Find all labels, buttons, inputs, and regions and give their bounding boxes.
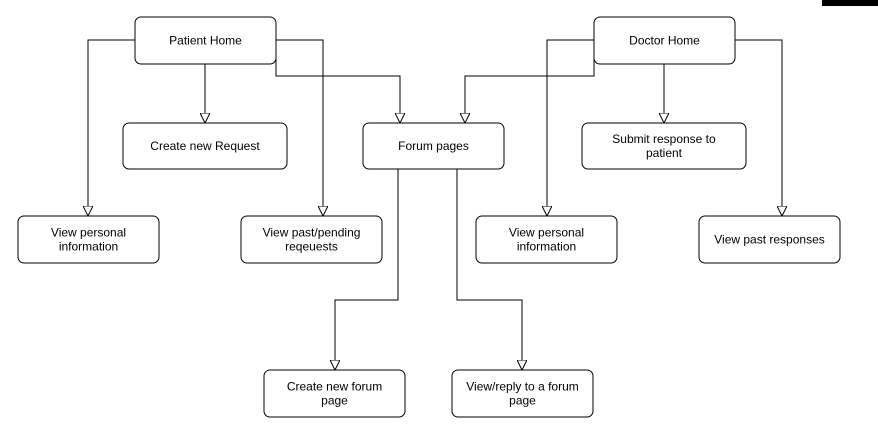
node-label-view-reply-forum-page-line-1: page (509, 394, 536, 408)
node-create-new-request: Create new Request (122, 122, 288, 170)
node-box-view-past-pending-requests (240, 215, 383, 264)
node-label-create-new-forum-page-line-0: Create new forum (287, 380, 382, 394)
node-label-patient-home-line-0: Patient Home (169, 34, 242, 48)
edge-forum-pages-to-create-new-forum-page (335, 169, 399, 370)
node-label-view-personal-information-patient-line-1: information (59, 240, 118, 254)
node-forum-pages: Forum pages (362, 122, 505, 170)
node-label-submit-response-to-patient-line-0: Submit response to (612, 132, 716, 146)
node-box-submit-response-to-patient (581, 122, 747, 170)
edge-patient-home-to-forum-pages (275, 52, 400, 123)
edge-forum-pages-to-view-reply-forum-page (456, 169, 522, 370)
node-box-patient-home (134, 16, 277, 65)
node-box-view-past-responses (698, 215, 841, 264)
node-view-past-responses: View past responses (698, 215, 841, 264)
node-box-view-personal-information-doctor (475, 215, 618, 264)
node-label-view-reply-forum-page-line-0: View/reply to a forum (466, 380, 579, 394)
node-box-doctor-home (593, 16, 736, 65)
corner-block (822, 0, 878, 6)
edge-doctor-home-to-forum-pages (465, 52, 595, 123)
node-label-forum-pages-line-0: Forum pages (398, 139, 469, 153)
node-label-create-new-request-line-0: Create new Request (150, 139, 260, 153)
node-label-view-past-responses-line-0: View past responses (714, 233, 825, 247)
node-label-view-personal-information-doctor-line-1: information (517, 240, 576, 254)
edge-patient-home-to-view-personal-information-patient (88, 39, 135, 216)
node-label-create-new-forum-page-line-1: page (321, 394, 348, 408)
edge-patient-home-to-view-past-pending-requests (276, 39, 323, 216)
edge-doctor-home-to-view-past-responses (735, 39, 782, 216)
edge-doctor-home-to-view-personal-information-doctor (547, 39, 594, 216)
node-box-forum-pages (362, 122, 505, 170)
node-label-view-personal-information-patient-line-0: View personal (51, 226, 126, 240)
node-box-create-new-forum-page (263, 369, 406, 418)
node-box-view-personal-information-patient (17, 215, 160, 264)
node-label-view-past-pending-requests-line-1: reqeuests (285, 240, 338, 254)
node-label-submit-response-to-patient-line-1: patient (646, 146, 683, 160)
node-label-view-personal-information-doctor-line-0: View personal (509, 226, 584, 240)
node-label-view-past-pending-requests-line-0: View past/pending (263, 226, 361, 240)
node-box-create-new-request (122, 122, 288, 170)
node-box-view-reply-forum-page (451, 369, 594, 418)
edges-layer (88, 39, 782, 370)
node-patient-home: Patient Home (134, 16, 277, 65)
node-label-doctor-home-line-0: Doctor Home (629, 34, 700, 48)
node-doctor-home: Doctor Home (593, 16, 736, 65)
